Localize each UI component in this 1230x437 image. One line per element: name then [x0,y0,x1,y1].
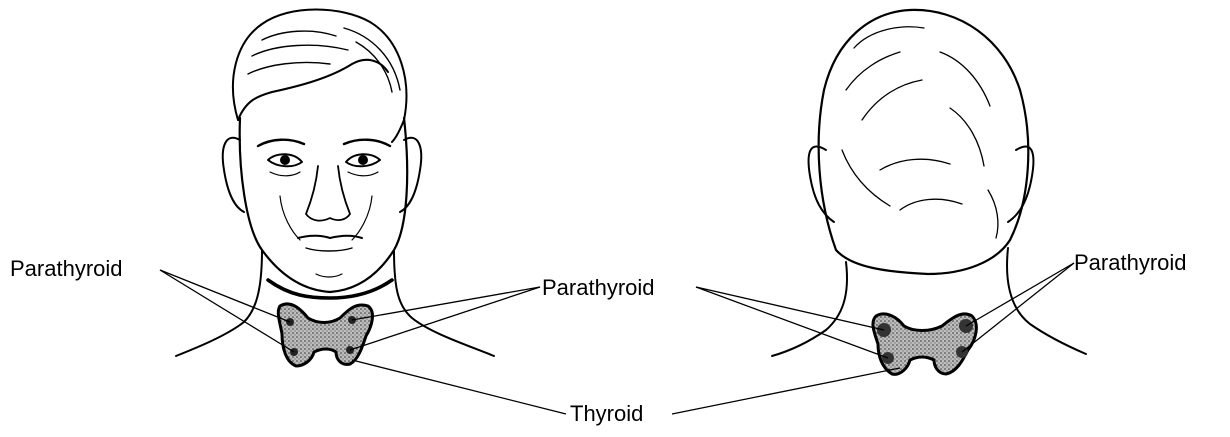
leader-back-right-lower [962,263,1074,352]
front-right-ear [400,138,421,212]
leader-center-front-lower [350,287,540,350]
label-parathyroid-front-left: Parathyroid [10,258,123,280]
front-mouth [298,236,362,238]
label-thyroid: Thyroid [570,403,643,425]
front-nose [306,166,350,221]
leader-center-front-upper [352,287,540,320]
leader-center-back-lower [696,287,888,358]
back-neck-left [772,262,847,356]
back-head-illustration [772,10,1086,356]
front-jawline [268,280,392,298]
leader-front-left-upper [160,270,290,322]
front-right-brow [344,140,390,146]
label-parathyroid-back-right: Parathyroid [1074,252,1187,274]
front-left-brow [258,140,304,146]
leader-thyroid-front [352,360,566,414]
front-neck-left [176,250,262,356]
label-parathyroid-center: Parathyroid [542,277,655,299]
leader-thyroid-back [672,368,900,414]
leader-back-right-upper [966,263,1074,326]
front-face-outline [240,118,407,292]
front-thyroid-gland [278,304,372,366]
leader-center-back-upper [696,287,884,330]
front-neck-right [394,250,494,356]
front-hair [233,10,406,143]
back-thyroid-gland [873,314,976,374]
